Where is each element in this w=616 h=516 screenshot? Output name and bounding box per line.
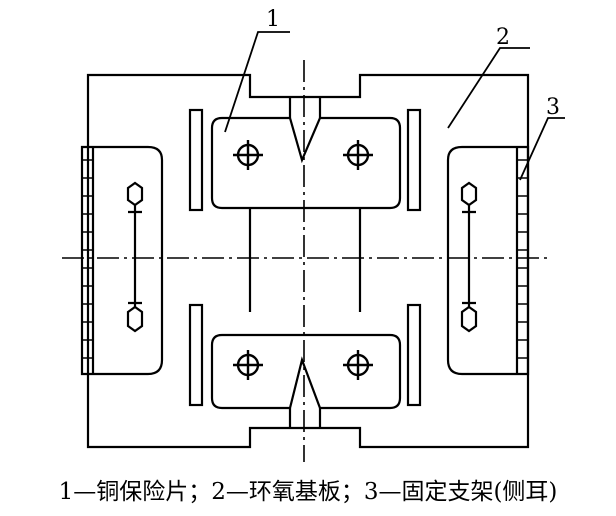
right-bracket-ticks — [517, 159, 528, 359]
screw-hole-lower-right — [343, 350, 373, 380]
epoxy-board-outline — [86, 73, 530, 449]
screw-hole-upper-left — [233, 140, 263, 170]
leader-line-3 — [519, 117, 565, 181]
upper-fuse-plate — [210, 116, 402, 210]
screw-hole-upper-right — [343, 140, 373, 170]
left-slot-hole-bottom — [126, 301, 144, 333]
leader-line-2 — [447, 47, 530, 129]
top-notch-inner — [288, 97, 322, 118]
slot-lower-left — [188, 303, 204, 407]
right-slot-hole-bottom — [460, 301, 478, 333]
technical-drawing: 1 2 3 — [62, 7, 565, 462]
slot-upper-left — [188, 108, 204, 212]
slot-lower-right — [406, 303, 422, 407]
center-bridge — [248, 208, 362, 312]
left-bracket-ticks — [82, 159, 93, 359]
left-bracket — [80, 145, 164, 376]
bottom-notch-inner — [288, 408, 322, 428]
leader-line-1 — [224, 31, 290, 133]
right-bracket — [446, 145, 530, 376]
label-part-1: 1 — [266, 7, 280, 32]
slot-upper-right — [406, 108, 422, 212]
label-part-3: 3 — [546, 95, 560, 120]
lower-fuse-plate — [210, 333, 402, 410]
screw-hole-lower-left — [233, 350, 263, 380]
figure-caption: 1—铜保险片；2—环氧基板；3—固定支架(侧耳) — [58, 479, 558, 505]
label-part-2: 2 — [496, 25, 510, 50]
